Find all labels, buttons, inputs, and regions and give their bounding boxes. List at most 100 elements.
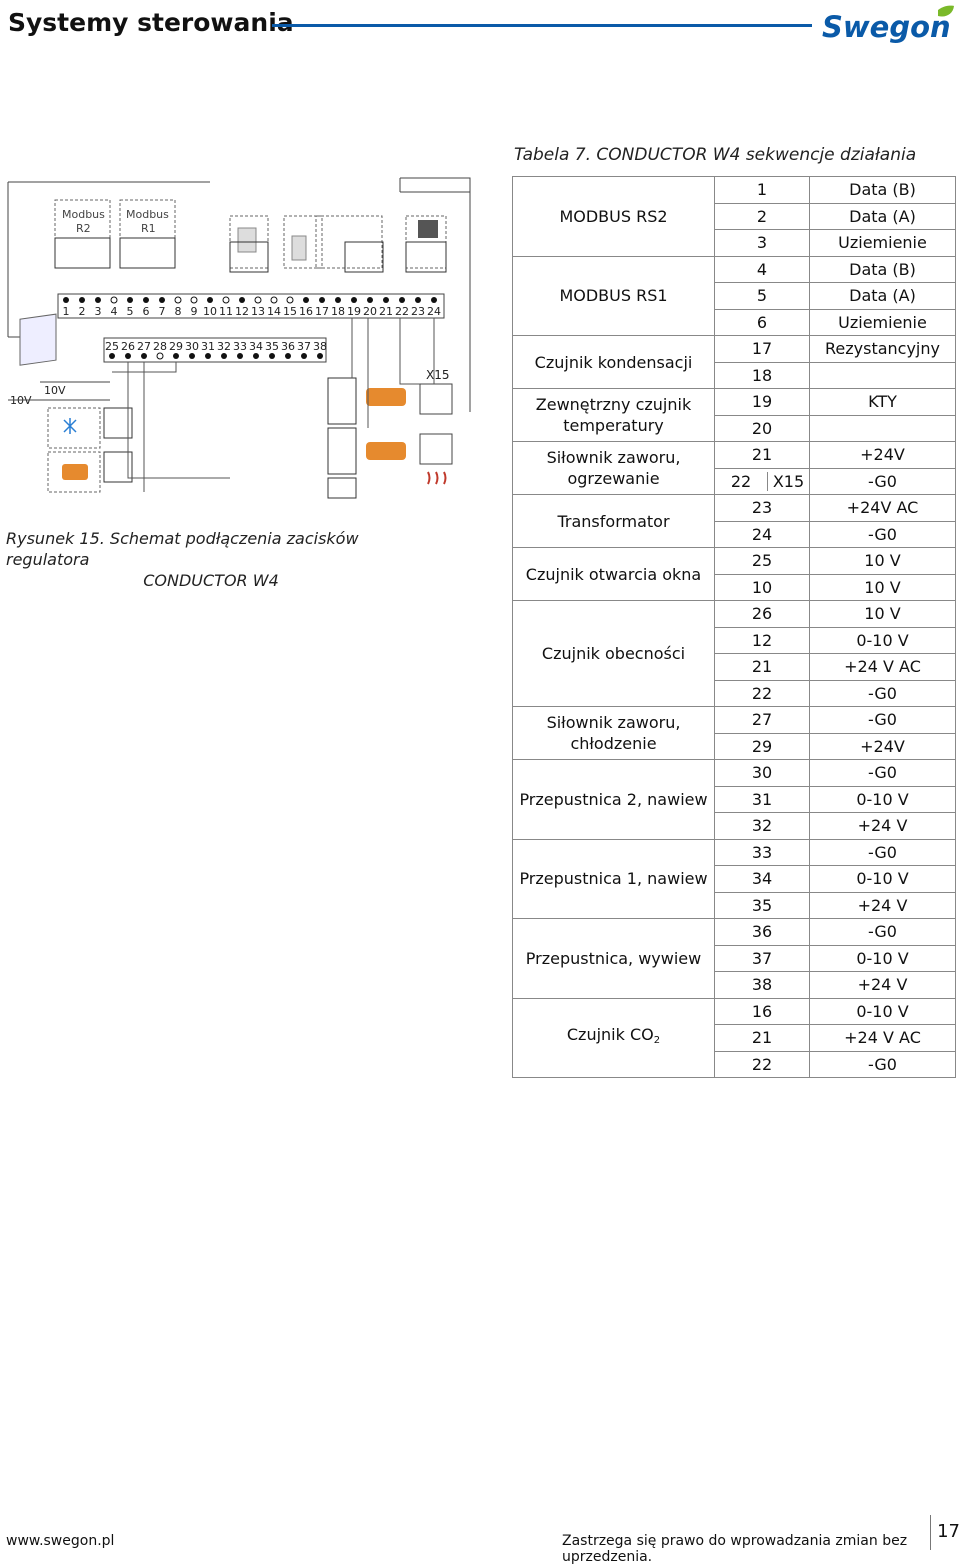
page-number: 17 <box>930 1515 960 1550</box>
terminal-label: 12 <box>235 305 249 318</box>
terminal-label: 23 <box>411 305 425 318</box>
value-cell: +24V <box>809 732 956 760</box>
terminal-cell: 19 <box>714 388 810 416</box>
terminal-label: 9 <box>191 305 198 318</box>
value-cell: Data (A) <box>809 282 956 310</box>
figure-caption: Rysunek 15. Schemat podłączenia zacisków… <box>6 528 416 591</box>
terminal-cell: 33 <box>714 838 810 866</box>
terminal-label: 15 <box>283 305 297 318</box>
value-cell: 0-10 V <box>809 785 956 813</box>
value-cell: -G0 <box>809 467 956 495</box>
value-cell: +24 V <box>809 971 956 999</box>
value-cell: -G0 <box>809 918 956 946</box>
terminal-label: 2 <box>79 305 86 318</box>
terminal-label: 6 <box>143 305 150 318</box>
device-cell: Czujnik kondensacji <box>512 335 715 389</box>
value-cell: -G0 <box>809 679 956 707</box>
terminal-cell: 22 <box>714 679 810 707</box>
x15-block <box>419 383 453 415</box>
modbus-r2-sub: R2 <box>76 222 91 235</box>
heater-icon <box>427 471 447 485</box>
terminal-label: 22 <box>395 305 409 318</box>
device-cell: Czujnik CO2 <box>512 997 715 1078</box>
terminal-cell: 3 <box>714 229 810 257</box>
device-cell: MODBUS RS1 <box>512 255 715 336</box>
terminal-label: 4 <box>111 305 118 318</box>
terminal-label: 25 <box>105 340 119 353</box>
table-row: 22-G0 <box>513 1050 956 1078</box>
terminal-label: 8 <box>175 305 182 318</box>
value-cell: -G0 <box>809 520 956 548</box>
value-cell: 10 V <box>809 547 956 575</box>
diagram-power-line <box>399 177 471 412</box>
device-cell: Transformator <box>512 494 715 548</box>
device-cell: Przepustnica 1, nawiew <box>512 838 715 919</box>
heating-actuator-icon <box>62 464 88 480</box>
terminal-cell: 21 <box>714 441 810 469</box>
device-cell: MODBUS RS2 <box>512 176 715 257</box>
modbus-r1-sub: R1 <box>141 222 156 235</box>
value-cell: +24 V <box>809 812 956 840</box>
value-cell: +24 V <box>809 891 956 919</box>
value-cell: +24V AC <box>809 494 956 522</box>
terminal-label: 32 <box>217 340 231 353</box>
terminal-label: 1 <box>63 305 70 318</box>
table-row: 22-G0 <box>513 679 956 707</box>
modbus-r1-label: Modbus <box>126 208 169 221</box>
value-cell: +24 V AC <box>809 1024 956 1052</box>
terminal-dots-bottom <box>109 352 323 360</box>
value-cell: +24V <box>809 441 956 469</box>
value-cell: Data (A) <box>809 202 956 230</box>
terminal-label: 11 <box>219 305 233 318</box>
terminal-cell: 36 <box>714 918 810 946</box>
swegon-logo: Swegon <box>822 5 954 44</box>
terminal-label: 26 <box>121 340 135 353</box>
terminal-cell: 26 <box>714 600 810 628</box>
value-cell: KTY <box>809 388 956 416</box>
table-row: 24-G0 <box>513 520 956 548</box>
terminal-label: 37 <box>297 340 311 353</box>
terminal-cell: 34 <box>714 865 810 893</box>
terminal-cell: 17 <box>714 335 810 363</box>
table-caption: Tabela 7. CONDUCTOR W4 sekwencje działan… <box>514 145 917 165</box>
terminal-cell: 5 <box>714 282 810 310</box>
terminal-label: 3 <box>95 305 102 318</box>
left-10v-line <box>8 381 110 401</box>
value-cell: Rezystancyjny <box>809 335 956 363</box>
terminal-label: 10 <box>203 305 217 318</box>
terminal-dots-top <box>63 296 437 304</box>
value-cell: -G0 <box>809 706 956 734</box>
terminal-cell: 1 <box>714 176 810 204</box>
terminal-label: 20 <box>363 305 377 318</box>
terminal-cell: 29 <box>714 732 810 760</box>
terminal-label: 35 <box>265 340 279 353</box>
value-cell: 0-10 V <box>809 997 956 1025</box>
x15-label: X15 <box>426 368 450 382</box>
presence-sensor-icon <box>291 235 307 261</box>
terminal-label: 34 <box>249 340 263 353</box>
terminal-cell: 32 <box>714 812 810 840</box>
table-row: 32+24 V <box>513 812 956 840</box>
terminal-label: 5 <box>127 305 134 318</box>
figure-caption-line1: Rysunek 15. Schemat podłączenia zacisków… <box>6 529 359 569</box>
table-row: 29+24V <box>513 732 956 760</box>
terminal-label: 36 <box>281 340 295 353</box>
terminal-label: 31 <box>201 340 215 353</box>
value-cell: 0-10 V <box>809 626 956 654</box>
footer-url[interactable]: www.swegon.pl <box>6 1533 115 1549</box>
table-row: 35+24 V <box>513 891 956 919</box>
terminal-label: 21 <box>379 305 393 318</box>
